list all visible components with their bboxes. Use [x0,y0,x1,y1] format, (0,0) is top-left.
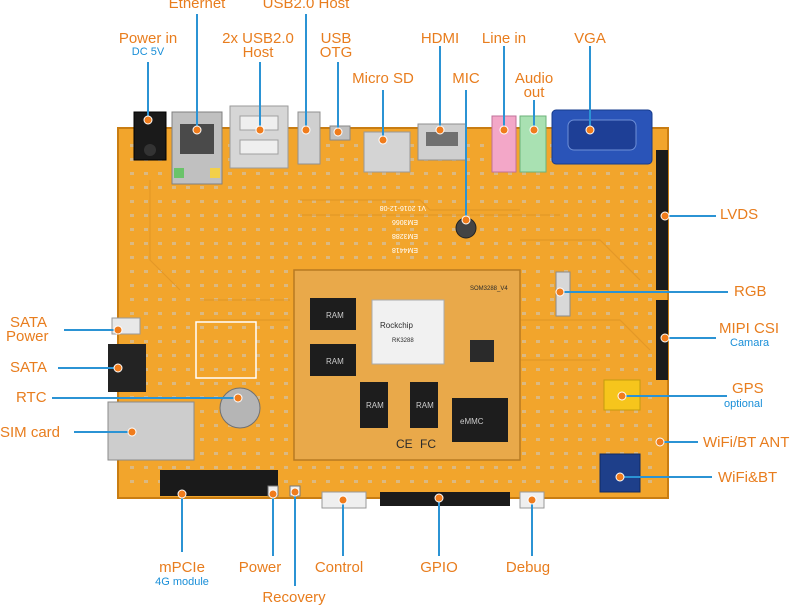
label-hdmi: HDMI [420,30,460,47]
fc-text: FC [420,437,436,451]
ram-text-3: RAM [366,401,384,410]
label-mpcie-sub: 4G module [155,576,209,588]
usb-host-port [297,111,321,165]
label-power-in-sub: DC 5V [131,46,165,58]
ram-text-2: RAM [326,357,344,366]
label-line-in: Line in [481,30,527,47]
cpu-brand-text: Rockchip [380,321,413,330]
ram-text-4: RAM [416,401,434,410]
label-usb2x-line2: Host [242,44,274,61]
label-gps: GPS [732,380,764,397]
label-gps-sub: optional [724,398,763,410]
label-sata: SATA [10,359,47,376]
label-lvds: LVDS [720,206,759,223]
label-ethernet: Ethernet [168,0,226,12]
silk-text-4: V1 2016-12-08 [380,204,426,211]
lvds-header [656,150,668,290]
silk-text-3: EM3066 [392,218,418,225]
label-rgb: RGB [734,283,767,300]
label-audio-out-line2: out [523,84,545,101]
label-wifi-bt: WiFi&BT [718,469,778,486]
label-sim-card: SIM card [0,424,61,441]
label-rtc: RTC [16,389,47,406]
ram-text-1: RAM [326,311,344,320]
ce-text: CE [396,437,413,451]
cpu-model-text: RK3288 [392,338,414,344]
label-recovery: Recovery [262,589,326,606]
label-usb-otg-line1: USB [320,30,352,47]
label-mipi-csi-sub: Camara [730,337,770,349]
label-mpcie: mPCIe [159,559,205,576]
label-usb-host: USB2.0 Host [262,0,350,12]
label-control: Control [314,559,364,576]
emmc-text: eMMC [460,417,484,426]
silk-text-2: EM4418 [392,246,418,253]
label-power-in: Power in [118,30,178,47]
mpcie-slot [160,470,278,496]
label-usb-otg-line2: OTG [319,44,353,61]
silk-text-1: EM3288 [392,232,418,239]
label-mipi-csi: MIPI CSI [719,320,780,337]
label-mic: MIC [452,70,480,87]
som-silk-text: SOM3288_V4 [470,286,508,292]
label-vga: VGA [574,30,606,47]
label-gpio: GPIO [420,559,458,576]
label-sata-power-line1: SATA [10,314,47,331]
label-sata-power-line2: Power [6,328,49,345]
som-cpu [371,299,445,365]
mipi-silk-box [195,321,257,379]
gpio-header [380,492,510,506]
label-power: Power [238,559,282,576]
label-debug: Debug [505,559,551,576]
label-wifi-bt-ant: WiFi/BT ANT [703,434,790,451]
label-audio-out-line1: Audio [514,70,554,87]
label-usb2x-line1: 2x USB2.0 [222,30,294,47]
label-micro-sd: Micro SD [352,70,414,87]
